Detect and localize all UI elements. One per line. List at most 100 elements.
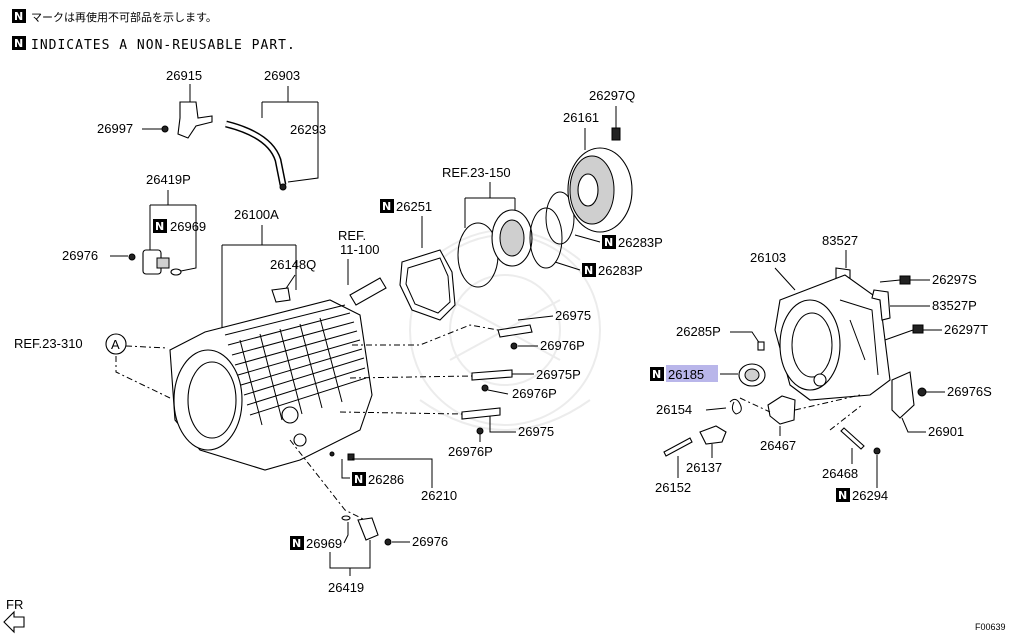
label-26251[interactable]: 26251 <box>396 199 432 214</box>
label-26297T[interactable]: 26297T <box>944 322 988 337</box>
jp-note-text: マークは再使用不可部品を示します。 <box>31 10 217 24</box>
sensor-26419P-drawing <box>128 249 182 276</box>
n-tag-26969b <box>290 536 304 550</box>
highlight-26185 <box>666 365 718 382</box>
header-note-en: N INDICATES A NON-REUSABLE PART. <box>12 36 296 53</box>
label-26976Pc[interactable]: 26976P <box>448 444 493 459</box>
n-symbol-box <box>12 36 26 50</box>
label-26976a[interactable]: 26976 <box>62 248 98 263</box>
label-26975P[interactable]: 26975P <box>536 367 581 382</box>
n-tag-26286 <box>352 472 366 486</box>
en-note-text: INDICATES A NON-REUSABLE PART. <box>31 38 296 53</box>
extension-housing-26103-drawing <box>774 274 891 401</box>
header-note-jp: N マークは再使用不可部品を示します。 <box>12 9 217 24</box>
label-26468[interactable]: 26468 <box>822 466 858 481</box>
pump-gear-drawing <box>457 191 575 288</box>
label-ref-23-150[interactable]: REF.23-150 <box>442 165 511 180</box>
bolt-26297T-drawing <box>884 324 924 341</box>
label-26976Pa[interactable]: 26976P <box>540 338 585 353</box>
label-26976S[interactable]: 26976S <box>947 384 992 399</box>
filter-ref11-drawing <box>349 277 387 306</box>
plug-26286-drawing <box>329 451 355 461</box>
label-26148Q[interactable]: 26148Q <box>270 257 316 272</box>
n-symbol: N <box>584 264 593 277</box>
bolt-26297S-drawing <box>879 275 911 285</box>
label-26100A[interactable]: 26100A <box>234 207 279 222</box>
label-26152[interactable]: 26152 <box>655 480 691 495</box>
label-26283Pa[interactable]: 26283P <box>618 235 663 250</box>
label-83527[interactable]: 83527 <box>822 233 858 248</box>
label-26901[interactable]: 26901 <box>928 424 964 439</box>
figure-code: F00639 <box>975 622 1006 632</box>
label-83527P[interactable]: 83527P <box>932 298 977 313</box>
n-symbol: N <box>14 10 23 23</box>
bracket-26975P-drawing <box>471 369 513 392</box>
label-26293[interactable]: 26293 <box>290 122 326 137</box>
bracket-83527P-drawing <box>871 289 891 321</box>
label-ref-11-100[interactable]: 11-100 <box>340 242 380 257</box>
fr-arrow-icon <box>3 610 25 634</box>
n-symbol: N <box>14 37 23 50</box>
n-symbol: N <box>838 489 847 502</box>
label-26976Pb[interactable]: 26976P <box>512 386 557 401</box>
lever-26467-drawing <box>767 395 796 425</box>
pin-26152-drawing <box>663 437 693 457</box>
n-symbol: N <box>604 236 613 249</box>
n-symbol: N <box>155 220 164 233</box>
label-26185[interactable]: 26185 <box>668 367 704 382</box>
n-tag-26251 <box>380 199 394 213</box>
label-26969b[interactable]: 26969 <box>306 536 342 551</box>
label-26975b[interactable]: 26975 <box>518 424 554 439</box>
label-26283Pb[interactable]: 26283P <box>598 263 643 278</box>
label-26161[interactable]: 26161 <box>563 110 599 125</box>
shaft-26468-drawing <box>840 427 881 455</box>
label-26969a[interactable]: 26969 <box>170 219 206 234</box>
label-26297Q[interactable]: 26297Q <box>589 88 635 103</box>
label-26285P[interactable]: 26285P <box>676 324 721 339</box>
transmission-case-drawing <box>169 287 373 471</box>
label-26297S[interactable]: 26297S <box>932 272 977 287</box>
label-26137[interactable]: 26137 <box>686 460 722 475</box>
sensor-26419-drawing <box>341 515 392 546</box>
label-26975a[interactable]: 26975 <box>555 308 591 323</box>
label-26467[interactable]: 26467 <box>760 438 796 453</box>
label-26286[interactable]: 26286 <box>368 472 404 487</box>
gasket-26251-drawing <box>399 249 456 321</box>
bracket-26975a-drawing <box>497 324 533 350</box>
label-26419P[interactable]: 26419P <box>146 172 191 187</box>
label-26154[interactable]: 26154 <box>656 402 692 417</box>
label-ref-11[interactable]: REF. <box>338 228 366 243</box>
bracket-26975b-drawing <box>461 407 501 435</box>
n-symbol: N <box>354 473 363 486</box>
label-26419[interactable]: 26419 <box>328 580 364 595</box>
label-ref-23-310[interactable]: REF.23-310 <box>14 336 83 351</box>
oil-seal-26185-drawing <box>738 363 766 387</box>
n-symbol: N <box>292 537 301 550</box>
label-26294[interactable]: 26294 <box>852 488 888 503</box>
circle-a-marker[interactable] <box>105 333 127 355</box>
label-circle-a: A <box>111 337 120 352</box>
hose-26293-drawing <box>225 120 287 191</box>
bracket-26915-drawing <box>161 101 213 139</box>
n-tag-26283Pa <box>602 235 616 249</box>
arm-26137-drawing <box>699 425 727 445</box>
n-symbol: N <box>382 200 391 213</box>
n-tag-26969a <box>153 219 167 233</box>
label-26976b[interactable]: 26976 <box>412 534 448 549</box>
pin-26285P-drawing <box>757 341 765 351</box>
label-26103[interactable]: 26103 <box>750 250 786 265</box>
spring-26154-drawing <box>729 398 742 415</box>
n-tag-26283Pb <box>582 263 596 277</box>
label-26903[interactable]: 26903 <box>264 68 300 83</box>
n-tag-26185 <box>650 367 664 381</box>
label-26210[interactable]: 26210 <box>421 488 457 503</box>
label-fr: FR <box>6 597 23 612</box>
n-tag-26294 <box>836 488 850 502</box>
n-symbol-box <box>12 9 26 23</box>
label-26915[interactable]: 26915 <box>166 68 202 83</box>
n-symbol: N <box>652 368 661 381</box>
bracket-26901-drawing <box>891 371 927 419</box>
oil-pump-26161-drawing <box>567 127 633 233</box>
label-26997[interactable]: 26997 <box>97 121 133 136</box>
